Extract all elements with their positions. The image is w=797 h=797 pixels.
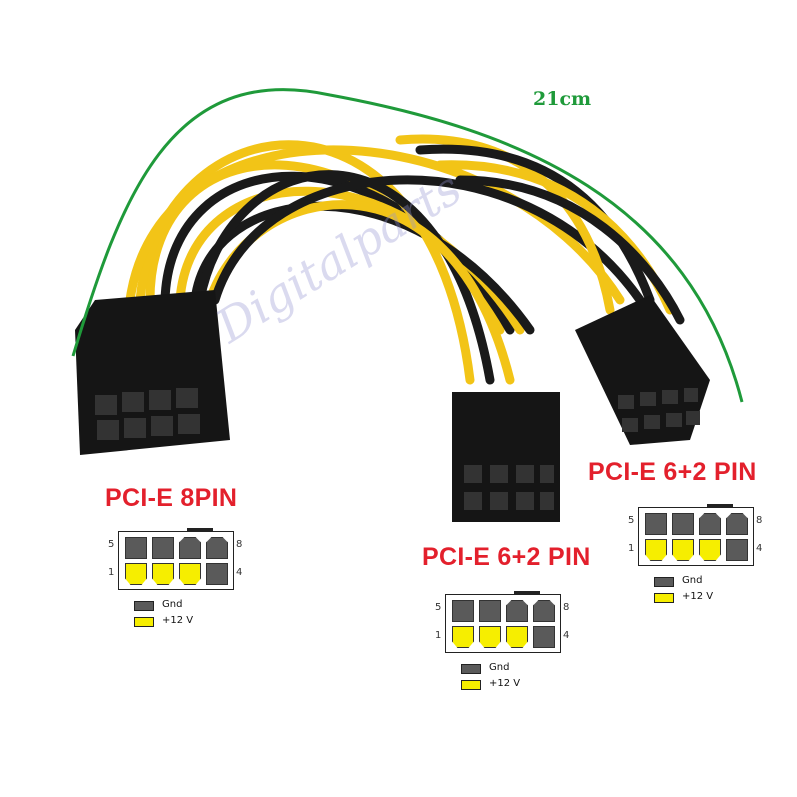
pin-gnd xyxy=(533,600,555,622)
pin-label: 8 xyxy=(563,602,570,613)
latch-key xyxy=(187,528,213,532)
pin-gnd xyxy=(452,600,474,622)
pin-label: 4 xyxy=(756,543,763,554)
legend-gnd-label: Gnd xyxy=(682,575,703,586)
legend-12v-swatch xyxy=(461,680,481,690)
connector-outline xyxy=(118,528,234,590)
wires xyxy=(125,134,685,385)
connector-8pin xyxy=(75,290,230,455)
connector-6plus2-right xyxy=(575,295,710,445)
pin-12v xyxy=(152,563,174,585)
pin-gnd xyxy=(726,513,748,535)
legend-12v-label: +12 V xyxy=(489,678,521,689)
pin-label: 4 xyxy=(563,630,570,641)
pin-label: 8 xyxy=(236,539,243,550)
pin-12v xyxy=(125,563,147,585)
pin-gnd xyxy=(506,600,528,622)
legend-12v-swatch xyxy=(134,617,154,627)
connector-outline xyxy=(445,591,561,653)
pin-gnd xyxy=(152,537,174,559)
pin-12v xyxy=(179,563,201,585)
pin-gnd xyxy=(125,537,147,559)
pinout-title: PCI-E 8PIN xyxy=(105,484,238,512)
pin-gnd xyxy=(699,513,721,535)
pin-12v xyxy=(479,626,501,648)
pinout-title: PCI-E 6+2 PIN xyxy=(588,458,757,486)
latch-key xyxy=(514,591,540,595)
pin-gnd xyxy=(206,563,228,585)
pin-12v xyxy=(506,626,528,648)
pin-gnd xyxy=(645,513,667,535)
pin-12v xyxy=(699,539,721,561)
pin-gnd xyxy=(533,626,555,648)
pin-gnd xyxy=(479,600,501,622)
pin-12v xyxy=(645,539,667,561)
pin-label: 1 xyxy=(108,567,115,578)
legend-gnd-swatch xyxy=(654,577,674,587)
pin-label: 8 xyxy=(756,515,763,526)
legend-12v-label: +12 V xyxy=(682,591,714,602)
pin-12v xyxy=(672,539,694,561)
length-arc xyxy=(71,88,744,403)
pin-label: 1 xyxy=(628,543,635,554)
legend-gnd-label: Gnd xyxy=(489,662,510,673)
legend-gnd-swatch xyxy=(461,664,481,674)
legend-gnd-swatch xyxy=(134,601,154,611)
pin-label: 5 xyxy=(108,539,115,550)
pin-12v xyxy=(452,626,474,648)
connector-outline xyxy=(638,504,754,566)
pin-gnd xyxy=(206,537,228,559)
pin-gnd xyxy=(726,539,748,561)
pin-label: 5 xyxy=(435,602,442,613)
pin-label: 1 xyxy=(435,630,442,641)
latch-key xyxy=(707,504,733,508)
legend-12v-label: +12 V xyxy=(162,615,194,626)
length-label: 21cm xyxy=(533,88,592,110)
pin-label: 4 xyxy=(236,567,243,578)
legend-gnd-label: Gnd xyxy=(162,599,183,610)
pin-gnd xyxy=(672,513,694,535)
connector-6plus2-middle xyxy=(452,392,560,522)
legend-12v-swatch xyxy=(654,593,674,603)
pinout-title: PCI-E 6+2 PIN xyxy=(422,543,591,571)
pin-gnd xyxy=(179,537,201,559)
pin-label: 5 xyxy=(628,515,635,526)
